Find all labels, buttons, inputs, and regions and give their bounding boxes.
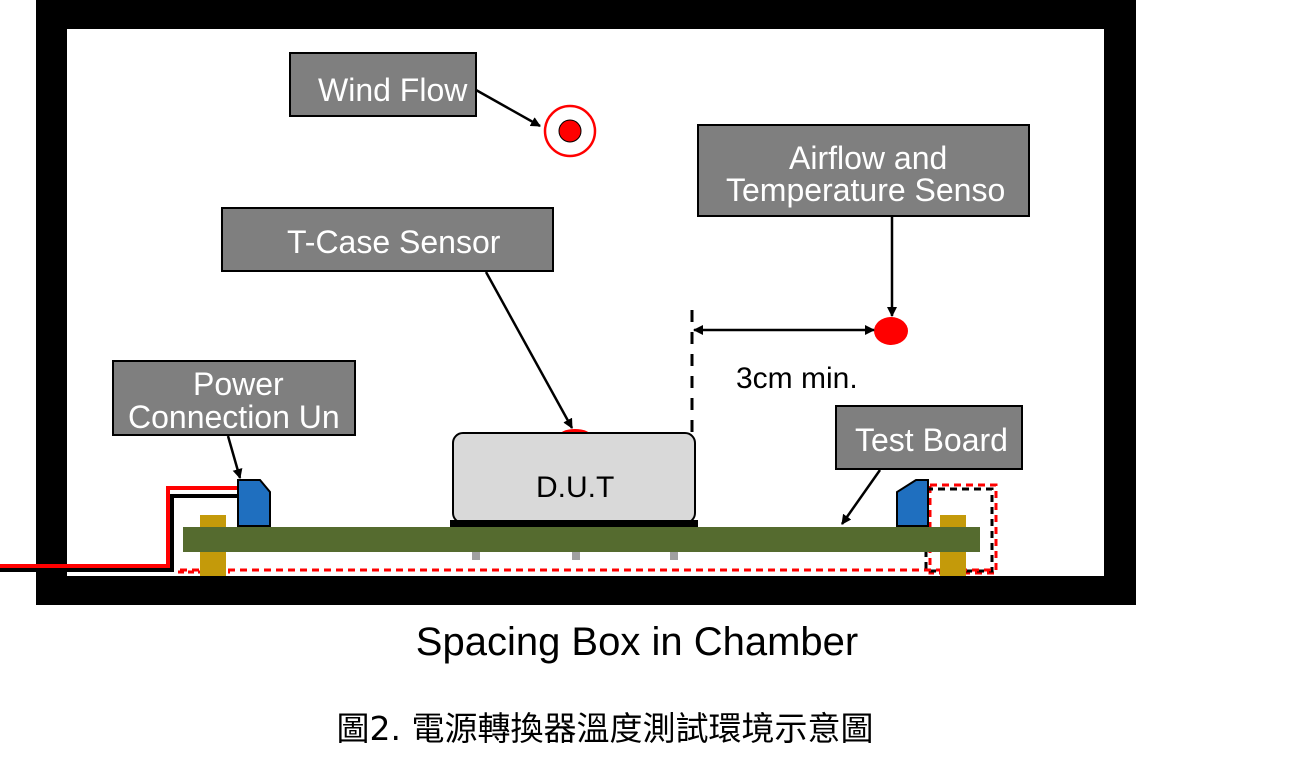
airflow-label-line2: Temperature Senso [726,172,1005,208]
power-connector [237,479,271,527]
power-label-line2: Connection Un [128,399,340,435]
dut-pin-1 [472,552,480,560]
power-cable-red [0,486,240,568]
spacing-label: 3cm min. [736,362,858,395]
wind-flow-sensor [558,119,582,143]
test-board-arrow [840,469,882,525]
test-board-label-box [835,405,1023,470]
airflow-sensor [874,317,908,345]
wind-flow-label-box [289,52,477,117]
chamber-frame [36,0,1136,605]
dut-pin-3 [670,552,678,560]
tcase-sensor-label-box [221,207,554,272]
tcase-sensor-label: T-Case Sensor [287,224,501,260]
dut-base [450,520,698,527]
dut-label: D.U.T [536,471,614,504]
diagram-title: Spacing Box in Chamber [416,620,858,664]
airflow-sensor-label-box [697,124,1030,217]
dut-pin-2 [572,552,580,560]
wind-flow-arrow [475,88,541,128]
wind-flow-label: Wind Flow [318,72,468,108]
tcase-sensor-arrow [484,271,574,429]
figure-caption: 圖2. 電源轉換器溫度測試環境示意圖 [337,709,874,748]
power-cable-black [0,494,240,572]
power-connection-arrow [226,435,243,479]
test-board-label: Test Board [855,422,1008,458]
load-connector [896,479,929,527]
test-board [183,527,980,552]
power-label-line1: Power [193,366,284,402]
power-connection-label-box [112,360,356,436]
airflow-label-line1: Airflow and [789,140,947,176]
